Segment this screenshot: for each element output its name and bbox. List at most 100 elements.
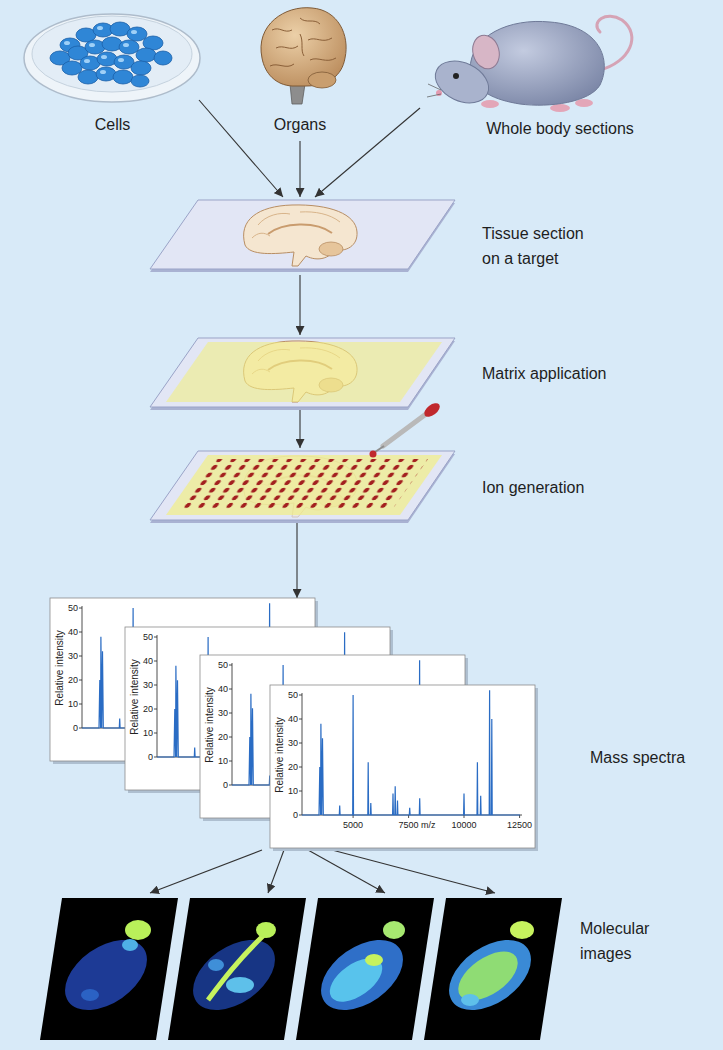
- axis-title: Relative intensity: [274, 717, 286, 793]
- tick-label: 10: [68, 699, 78, 709]
- molecular-image: [436, 926, 543, 1025]
- tick-label: 40: [68, 627, 78, 637]
- molecular-image: [365, 954, 383, 966]
- slide-surface: [150, 200, 455, 269]
- tick-label: 5000: [343, 820, 363, 830]
- flow-arrow: [332, 850, 495, 893]
- tick-label: 0: [223, 780, 228, 790]
- molecular-image: [168, 898, 306, 1040]
- molecular-image: [122, 939, 138, 951]
- molecular-image: [322, 950, 390, 1011]
- brain-organ: [261, 8, 346, 104]
- cell-culture-dish: [62, 61, 82, 75]
- flow-arrow: [299, 141, 300, 197]
- molecular-image: [81, 989, 99, 1001]
- mouse-figure: [550, 104, 570, 112]
- step-label: Mass spectra: [590, 745, 700, 770]
- tick-label: 50: [143, 632, 153, 642]
- axis-title: Relative intensity: [204, 687, 216, 763]
- step-label: Ion generation: [482, 475, 682, 500]
- molecular-image: [40, 898, 178, 1040]
- sample-source: Organs: [250, 0, 354, 141]
- cell-culture-dish: [78, 70, 98, 84]
- step-label: Matrix application: [482, 361, 682, 386]
- pipette-tool: [383, 414, 426, 446]
- tick-label: 0: [73, 723, 78, 733]
- pipette-tool: [422, 401, 442, 420]
- molecular-image: [424, 898, 562, 1040]
- cell-culture-dish: [64, 26, 137, 74]
- process-step: Matrix application: [150, 335, 700, 410]
- tick-label: 30: [68, 651, 78, 661]
- molecular-image: [40, 898, 178, 1040]
- tick-label: 10000: [451, 820, 476, 830]
- flow-arrow: [308, 850, 385, 893]
- molecular-image: [461, 994, 479, 1006]
- axis-title: Relative intensity: [129, 659, 141, 735]
- cell-culture-dish: [64, 41, 70, 45]
- step-label: Molecular images: [580, 916, 705, 966]
- molecular-image: [296, 898, 434, 1040]
- matrix-layer: [166, 455, 442, 515]
- brain-organ: [308, 72, 336, 88]
- molecular-image: [450, 942, 526, 1010]
- molecular-image: [168, 898, 306, 1040]
- cell-culture-dish: [127, 27, 147, 41]
- mouse-figure: [481, 100, 499, 108]
- cell-culture-dish: [89, 43, 95, 47]
- molecular-image: [125, 920, 151, 940]
- process-step: Tissue section on a target: [150, 197, 700, 275]
- slide-surface: [150, 451, 455, 520]
- cell-culture-dish: [113, 70, 133, 84]
- flow-arrow: [150, 850, 262, 893]
- flow-arrow: [296, 523, 297, 598]
- slide-surface: [150, 338, 455, 407]
- glass-slide: [150, 335, 700, 410]
- tick-label: 30: [288, 738, 298, 748]
- step-label: Whole body sections: [460, 116, 660, 141]
- tick-label: 50: [288, 690, 298, 700]
- step-label: Tissue section on a target: [482, 221, 594, 271]
- axis-unit: m/z: [421, 820, 436, 830]
- tick-label: 40: [288, 714, 298, 724]
- flow-arrow: [299, 275, 300, 335]
- sample-source: Cells: [30, 5, 199, 141]
- cell-culture-dish: [101, 55, 107, 59]
- tick-label: 20: [143, 704, 153, 714]
- mouse-figure: [427, 84, 441, 97]
- cell-culture-dish: [118, 58, 124, 62]
- brain-organ: [290, 84, 305, 104]
- molecular-image: [308, 926, 415, 1025]
- molecular-image: [383, 921, 405, 939]
- matrix-layer: [166, 342, 442, 402]
- tick-label: 7500: [399, 820, 419, 830]
- brain-organ: [270, 18, 336, 66]
- mouse-figure: [427, 16, 632, 112]
- glass-slide: [150, 197, 700, 275]
- molecular-image: [180, 926, 287, 1025]
- cell-culture-dish: [123, 43, 129, 47]
- tick-label: 50: [68, 603, 78, 613]
- tick-label: 10: [288, 786, 298, 796]
- cell-culture-dish: [32, 16, 192, 92]
- pipette-tool: [370, 451, 377, 458]
- tick-label: 30: [143, 680, 153, 690]
- molecular-image: [208, 959, 224, 971]
- cell-culture-dish: [154, 51, 172, 65]
- tick-label: 0: [293, 810, 298, 820]
- flow-arrow: [315, 108, 420, 197]
- tick-label: 40: [143, 656, 153, 666]
- tick-label: 10: [218, 756, 228, 766]
- mouse-figure: [469, 32, 503, 72]
- tick-label: 30: [218, 708, 228, 718]
- flow-arrow: [299, 410, 300, 448]
- sample-source: Whole body sections: [420, 0, 690, 145]
- mass-spectrum-card: [270, 685, 538, 851]
- image-panel: Molecular images: [40, 893, 709, 1043]
- cell-culture-dish: [100, 70, 106, 74]
- tick-label: 20: [218, 732, 228, 742]
